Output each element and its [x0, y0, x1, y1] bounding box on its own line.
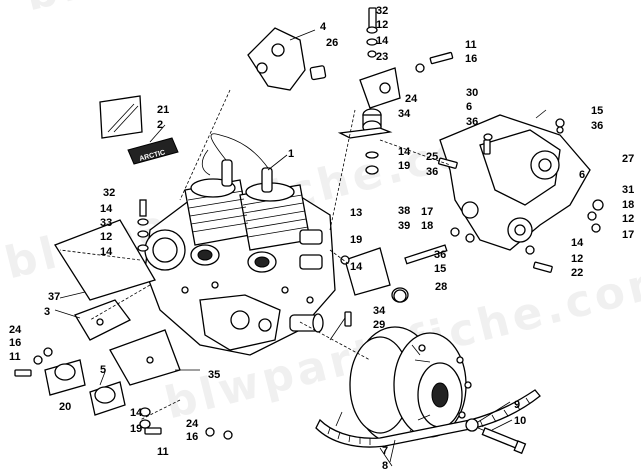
callout-34b: 34 [373, 305, 386, 317]
callout-14e: 14 [350, 261, 363, 273]
callout-31: 31 [622, 184, 634, 196]
callouts: 1 2 3 4 5 6 6 7 8 9 10 11 11 11 12 12 12… [9, 5, 634, 472]
callout-19b: 19 [398, 160, 410, 172]
callout-12d: 12 [622, 213, 634, 225]
drive-belt [315, 389, 541, 448]
callout-24a: 24 [405, 93, 418, 105]
callout-33: 33 [100, 217, 112, 229]
callout-18b: 18 [622, 199, 634, 211]
callout-27: 27 [622, 153, 634, 165]
callout-8: 8 [382, 460, 388, 472]
drive-clutch [349, 326, 472, 444]
callout-36c: 36 [426, 166, 438, 178]
callout-22: 22 [571, 267, 583, 279]
decal: ARCTIC [99, 95, 179, 165]
callout-20: 20 [59, 401, 71, 413]
callout-16b: 16 [9, 337, 21, 349]
callout-2: 2 [157, 119, 163, 131]
callout-29: 29 [373, 319, 385, 331]
callout-28: 28 [435, 281, 447, 293]
callout-36d: 36 [434, 249, 446, 261]
callout-17a: 17 [421, 206, 433, 218]
callout-14f: 14 [571, 237, 584, 249]
upper-mount [337, 7, 401, 175]
callout-14g: 14 [130, 407, 143, 419]
fasteners [14, 51, 604, 440]
callout-39: 39 [398, 220, 410, 232]
callout-7: 7 [382, 445, 388, 457]
callout-14c: 14 [100, 246, 113, 258]
rubber-mounts [44, 359, 126, 416]
left-mount-plate [54, 219, 181, 386]
callout-21: 21 [157, 104, 169, 116]
callout-25: 25 [426, 151, 438, 163]
callout-36b: 36 [591, 120, 603, 132]
callout-12c: 12 [571, 253, 583, 265]
callout-30: 30 [466, 87, 478, 99]
leader-lines [54, 29, 547, 467]
callout-15a: 15 [591, 105, 603, 117]
callout-5: 5 [100, 364, 106, 376]
callout-14d: 14 [398, 146, 411, 158]
clutch-bolt [465, 418, 527, 455]
callout-14b: 14 [100, 203, 113, 215]
callout-24c: 24 [186, 418, 199, 430]
callout-17b: 17 [622, 229, 634, 241]
callout-34a: 34 [398, 108, 411, 120]
top-bracket [247, 27, 327, 91]
callout-19a: 19 [350, 234, 362, 246]
callout-6b: 6 [466, 101, 472, 113]
callout-35: 35 [208, 369, 220, 381]
callout-15b: 15 [434, 263, 446, 275]
callout-11b: 11 [9, 351, 21, 363]
callout-1: 1 [288, 148, 294, 160]
callout-18a: 18 [421, 220, 433, 232]
alignment-lines [59, 89, 451, 421]
callout-32a: 32 [376, 5, 388, 17]
mount-bracket-right [439, 114, 591, 251]
callout-4: 4 [320, 21, 327, 33]
callout-37: 37 [48, 291, 60, 303]
engine-assembly [144, 133, 336, 356]
callout-11c: 11 [157, 446, 169, 458]
callout-26: 26 [326, 37, 338, 49]
callout-19c: 19 [130, 423, 142, 435]
callout-38: 38 [398, 205, 410, 217]
callout-12b: 12 [100, 231, 112, 243]
callout-6a: 6 [579, 169, 585, 181]
callout-23: 23 [376, 51, 388, 63]
callout-32b: 32 [103, 187, 115, 199]
callout-3: 3 [44, 306, 50, 318]
callout-36a: 36 [466, 116, 478, 128]
callout-14a: 14 [376, 35, 389, 47]
callout-24b: 24 [9, 324, 22, 336]
callout-12a: 12 [376, 19, 388, 31]
callout-10: 10 [514, 415, 526, 427]
callout-16c: 16 [186, 431, 198, 443]
callout-11a: 11 [465, 39, 477, 51]
callout-9: 9 [514, 399, 520, 411]
callout-16a: 16 [465, 53, 477, 65]
callout-13: 13 [350, 207, 362, 219]
